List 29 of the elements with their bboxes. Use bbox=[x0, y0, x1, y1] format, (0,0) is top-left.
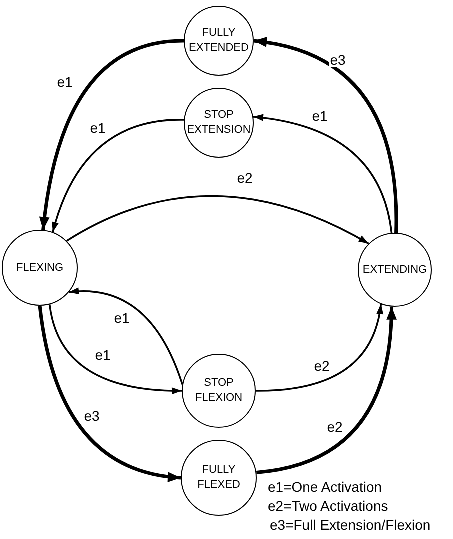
legend-text: e2=Two Activations bbox=[268, 499, 388, 513]
arrow bbox=[38, 306, 182, 482]
arrow bbox=[256, 304, 383, 392]
legend-text: e3=Full Extension/Flexion bbox=[270, 518, 431, 532]
arrow bbox=[256, 306, 396, 474]
arrow bbox=[69, 288, 184, 385]
state-label: FULLY EXTENDED bbox=[188, 26, 250, 56]
legend-text: e1=One Activation bbox=[268, 480, 382, 494]
edge-label: e2 bbox=[236, 171, 254, 185]
arrow bbox=[66, 195, 370, 245]
edge-label: e1 bbox=[113, 311, 131, 325]
edge-label: e3 bbox=[83, 409, 101, 423]
edge-label: e1 bbox=[89, 121, 107, 135]
edge-label: e2 bbox=[326, 420, 344, 434]
edge-label: e1 bbox=[311, 109, 329, 123]
state-label: STOP FLEXION bbox=[194, 376, 244, 406]
state-label: FLEXING bbox=[15, 260, 65, 276]
edge-label: e1 bbox=[94, 348, 112, 362]
edge-label: e1 bbox=[56, 75, 74, 89]
arrow bbox=[254, 38, 398, 234]
state-label: EXTENDING bbox=[362, 262, 428, 278]
arrow bbox=[253, 114, 393, 234]
edge-label: e3 bbox=[329, 53, 347, 67]
state-label: STOP EXTENSION bbox=[186, 108, 252, 138]
arrow bbox=[48, 304, 182, 394]
edge-label: e2 bbox=[313, 359, 331, 373]
state-label: FULLY FLEXED bbox=[196, 463, 242, 493]
arrow bbox=[40, 39, 184, 230]
arrow bbox=[52, 119, 184, 233]
